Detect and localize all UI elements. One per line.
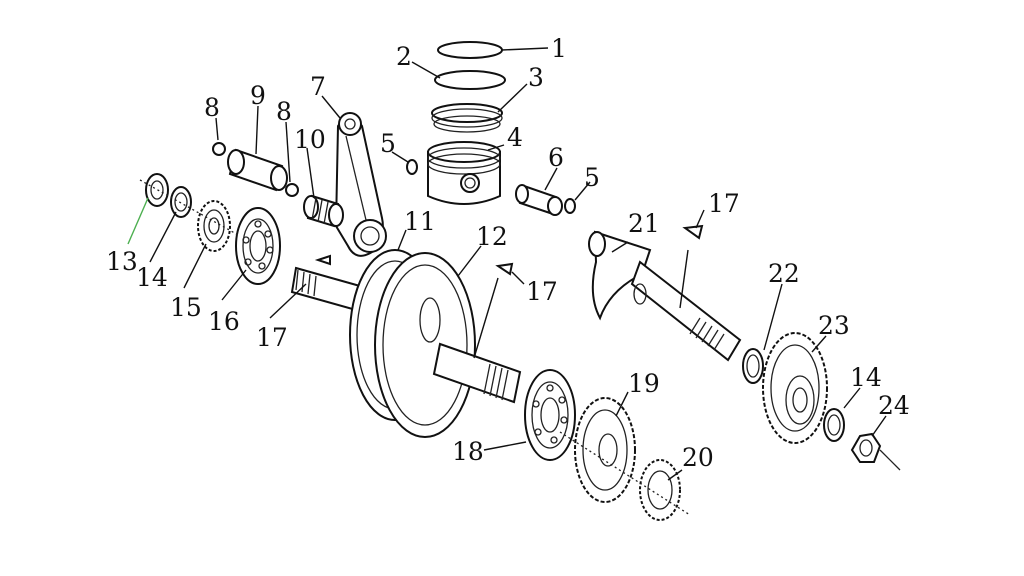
needle-bearing <box>303 194 344 228</box>
label-3: 3 <box>528 63 544 92</box>
label-7: 7 <box>310 72 326 101</box>
connecting-rod <box>334 112 387 257</box>
label-23: 23 <box>818 311 850 340</box>
label-11: 11 <box>404 207 436 236</box>
dowel-pin-left <box>212 142 226 156</box>
drive-gear <box>574 397 636 503</box>
label-17-center: 17 <box>526 277 558 306</box>
label-22: 22 <box>768 259 800 288</box>
label-1: 1 <box>551 34 567 63</box>
ball-bearing-left <box>235 207 281 285</box>
key-right <box>682 224 704 240</box>
label-24: 24 <box>878 391 910 420</box>
label-8-right: 8 <box>276 97 292 126</box>
leader-13-highlight <box>127 197 149 245</box>
label-14-left: 14 <box>136 263 168 292</box>
label-4: 4 <box>507 123 523 152</box>
label-17-left: 17 <box>256 323 288 352</box>
key-center <box>495 262 514 276</box>
crank-pin <box>227 148 288 192</box>
spacer-ring <box>742 348 764 384</box>
label-2: 2 <box>396 42 412 71</box>
label-19: 19 <box>628 369 660 398</box>
label-20: 20 <box>682 443 714 472</box>
lock-nut <box>145 173 169 207</box>
axis-lines <box>139 179 901 516</box>
key-left <box>314 254 331 266</box>
timing-gear <box>197 200 231 252</box>
washer-left <box>170 186 192 218</box>
label-17-right: 17 <box>708 189 740 218</box>
label-12: 12 <box>476 222 508 251</box>
label-14-right: 14 <box>850 363 882 392</box>
piston-ring-top <box>437 41 503 59</box>
label-18: 18 <box>452 437 484 466</box>
circlip-left <box>406 159 418 175</box>
label-13: 13 <box>106 247 138 276</box>
leader-lines <box>127 47 887 481</box>
label-15: 15 <box>170 293 202 322</box>
piston-ring-oil <box>431 103 503 133</box>
dowel-pin-right <box>285 183 299 197</box>
washer-right <box>823 408 845 442</box>
label-6: 6 <box>548 143 564 172</box>
piston <box>427 141 501 205</box>
label-21: 21 <box>628 209 660 238</box>
hex-nut <box>850 432 882 463</box>
small-gear <box>639 459 681 521</box>
ball-bearing-right <box>524 369 576 461</box>
label-5-right: 5 <box>584 163 600 192</box>
balancer-gear <box>762 332 828 444</box>
label-10: 10 <box>294 125 326 154</box>
piston-ring-second <box>434 70 506 90</box>
circlip-right <box>564 198 576 214</box>
part-labels: 1 2 3 4 5 6 5 7 8 9 8 10 11 12 13 14 15 … <box>106 34 910 472</box>
label-9: 9 <box>250 81 266 110</box>
label-16: 16 <box>208 307 240 336</box>
label-5-left: 5 <box>380 129 396 158</box>
crankshaft <box>290 249 522 438</box>
label-8-left: 8 <box>204 93 220 122</box>
piston-pin <box>515 184 563 216</box>
balancer-shaft <box>588 230 742 362</box>
